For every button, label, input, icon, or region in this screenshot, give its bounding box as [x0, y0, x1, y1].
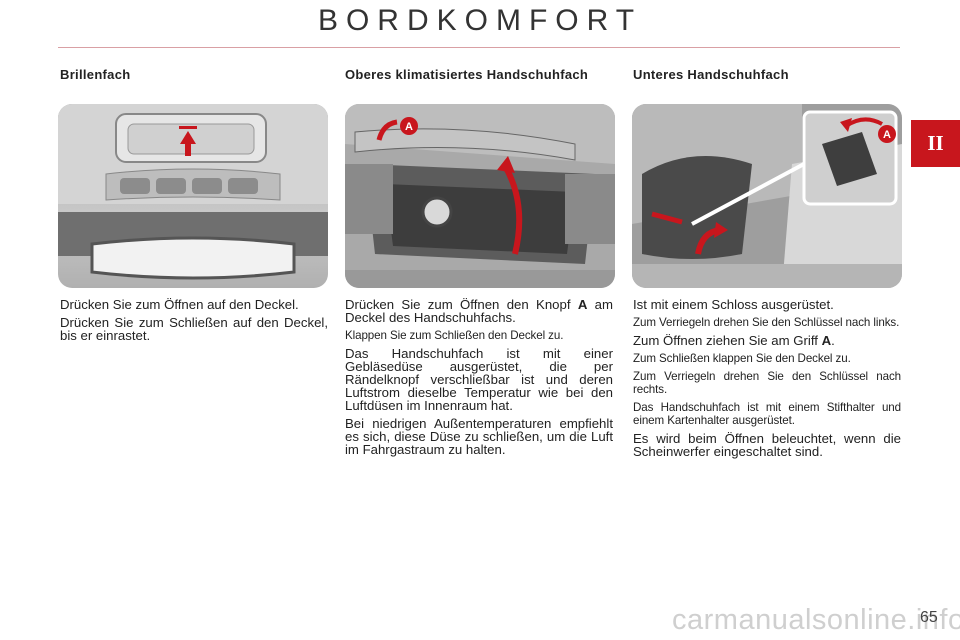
column-text: Ist mit einem Schloss ausgerüstet. Zum V…: [633, 298, 901, 463]
column-text: Drücken Sie zum Öffnen auf den Deckel. D…: [60, 298, 328, 347]
section-tab[interactable]: II: [911, 120, 960, 167]
page-number: 65: [920, 609, 938, 626]
text-run: Drücken Sie zum Öffnen den Knopf: [345, 297, 578, 312]
button-reference: A: [577, 297, 588, 312]
paragraph: Drücken Sie zum Öffnen auf den Deckel.: [60, 297, 299, 312]
paragraph: Klappen Sie zum Schließen den Deckel zu.: [345, 329, 564, 342]
paragraph: Zum Verriegeln drehen Sie den Schlüssel …: [633, 370, 901, 396]
section-heading: Unteres Handschuhfach: [633, 67, 789, 82]
title-rule: [58, 47, 900, 48]
lower-glovebox-illustration: A: [632, 104, 902, 288]
paragraph: Das Handschuhfach ist mit einem Stifthal…: [633, 401, 901, 427]
text-run: Zum Öffnen ziehen Sie am Griff: [633, 333, 822, 348]
handle-reference: A: [821, 333, 832, 348]
column-oberes-handschuhfach: Oberes klimatisiertes Handschuhfach: [345, 68, 615, 98]
sunglasses-holder-illustration: [58, 104, 328, 288]
section-heading: Oberes klimatisiertes Handschuhfach: [345, 67, 589, 82]
paragraph: Ist mit einem Schloss ausgerüstet.: [633, 297, 834, 312]
upper-glovebox-illustration: A: [345, 104, 615, 288]
column-unteres-handschuhfach: Unteres Handschuhfach: [633, 68, 903, 98]
paragraph: Es wird beim Öffnen beleuchtet, wenn die…: [633, 431, 901, 459]
page-title: BORDKOMFORT: [317, 4, 643, 37]
paragraph: Das Handschuhfach ist mit einer Gebläsed…: [345, 346, 613, 413]
text-run: am Deckel des Handschuhfachs.: [345, 297, 613, 325]
section-heading: Brillenfach: [60, 67, 131, 82]
column-text: Drücken Sie zum Öffnen den Knopf A am De…: [345, 298, 613, 461]
paragraph: Bei niedrigen Außentemperaturen empfiehl…: [345, 416, 613, 457]
paragraph: Zum Öffnen ziehen Sie am Griff A.: [633, 334, 901, 347]
paragraph: Drücken Sie zum Öffnen den Knopf A am De…: [345, 298, 613, 324]
paragraph: Zum Schließen klappen Sie den Deckel zu.: [633, 352, 851, 365]
text-run: .: [831, 333, 835, 348]
callout-label: A: [883, 129, 891, 141]
paragraph: Drücken Sie zum Schließen auf den Deckel…: [60, 315, 328, 343]
paragraph: Zum Verriegeln drehen Sie den Schlüssel …: [633, 316, 900, 329]
column-brillenfach: Brillenfach: [60, 68, 330, 98]
watermark: carmanualsonline.info: [672, 604, 960, 636]
callout-label: A: [405, 121, 413, 133]
